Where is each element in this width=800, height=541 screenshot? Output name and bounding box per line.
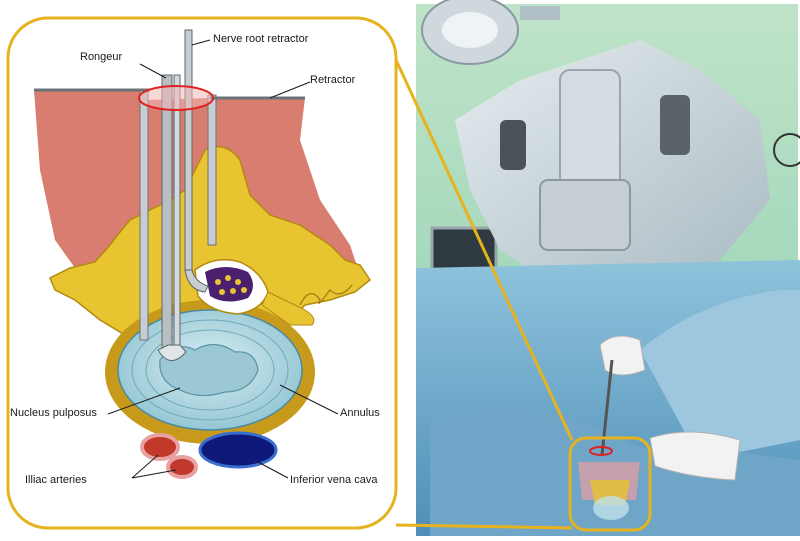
nucleus-pulposus (159, 343, 259, 397)
iliac-arteries (140, 433, 198, 479)
connector-bottom (395, 523, 573, 530)
label-rongeur: Rongeur (80, 51, 123, 63)
portal-ring (138, 85, 214, 111)
artist-signature-icon (299, 284, 353, 306)
operating-room-photo (416, 0, 800, 536)
anatomy-illustration (6, 16, 398, 530)
connector-top (394, 59, 574, 441)
label-illiac-arteries: Illiac arteries (25, 474, 87, 486)
rongeur (157, 74, 187, 361)
label-retractor: Retractor (310, 74, 356, 86)
retractor (34, 88, 305, 341)
label-inferior-vena-cava: Inferior vena cava (290, 474, 378, 486)
illustration-frame (6, 16, 398, 530)
label-nerve-root-retractor: Nerve root retractor (213, 33, 309, 45)
highlight-frame (568, 436, 652, 532)
label-nucleus-pulposus: Nucleus pulposus (10, 407, 97, 419)
nerve-root-retractor (184, 29, 209, 293)
leader-lines (107, 39, 339, 479)
label-annulus: Annulus (340, 407, 380, 419)
portal-marker (589, 446, 613, 456)
inferior-vena-cava (198, 431, 278, 469)
nerve-roots (205, 267, 253, 302)
